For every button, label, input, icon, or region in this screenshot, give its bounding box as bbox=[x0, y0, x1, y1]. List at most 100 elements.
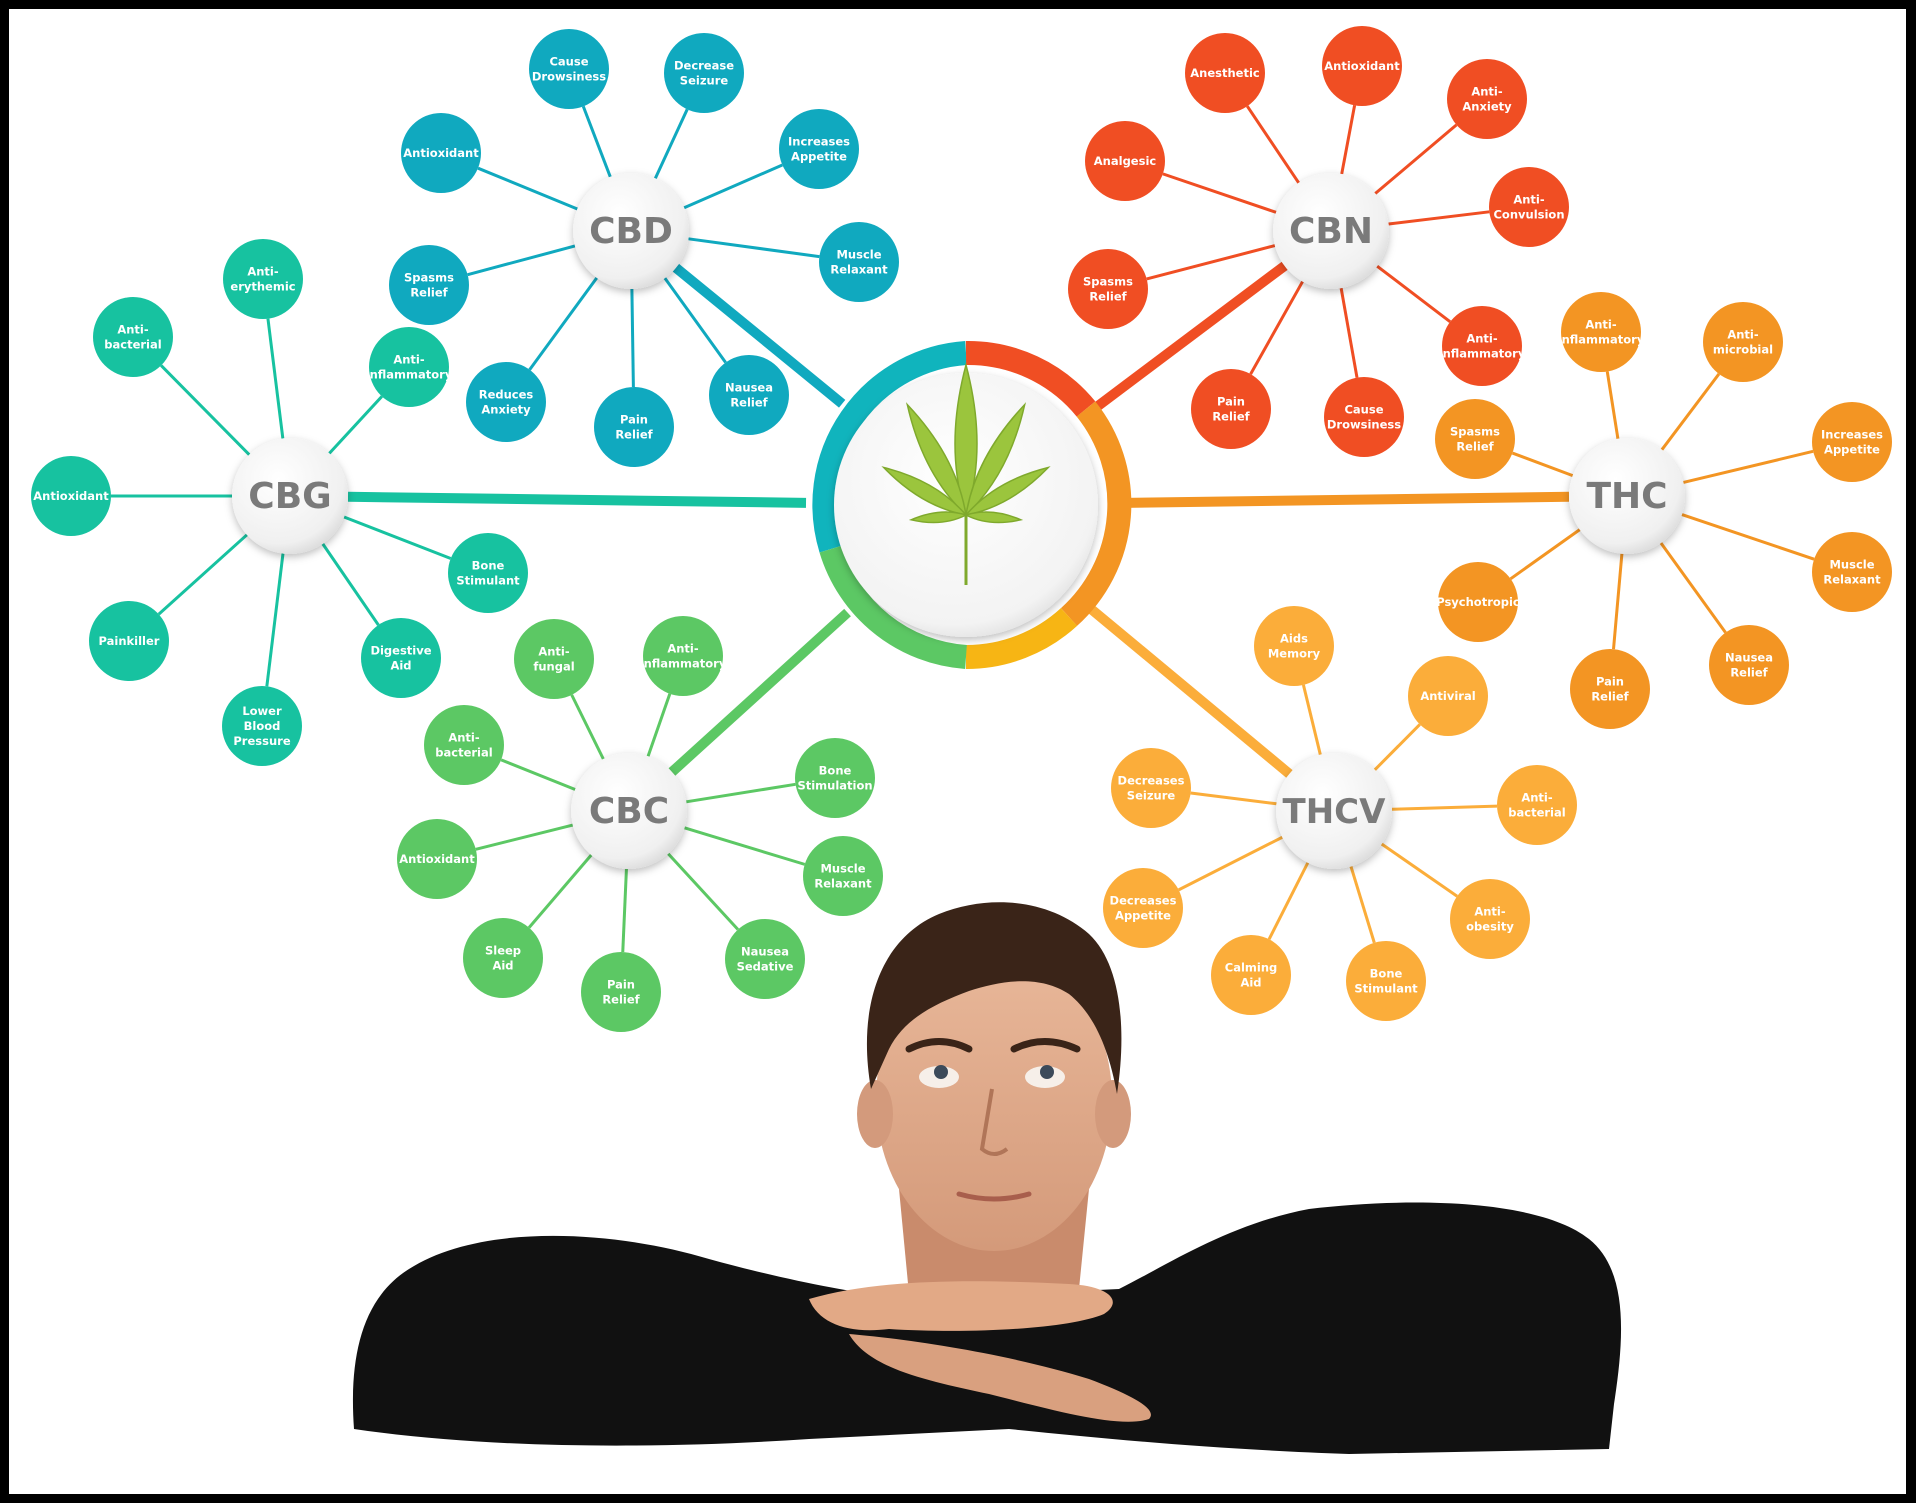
center-ring-red bbox=[965, 340, 1096, 417]
leaf-circle bbox=[89, 601, 169, 681]
leaf-node-cbn: Anti-Convulsion bbox=[1489, 167, 1569, 247]
leaf-label: Psychotropic bbox=[1436, 595, 1520, 609]
leaf-circle bbox=[819, 222, 899, 302]
center-ring-orange bbox=[1060, 401, 1132, 626]
spoke-thcv bbox=[1190, 791, 1277, 806]
leaf-circle bbox=[514, 619, 594, 699]
leaf-label: Anesthetic bbox=[1190, 66, 1260, 80]
hub-disc bbox=[1276, 753, 1392, 869]
hub-label: THC bbox=[1586, 476, 1667, 517]
spoke-thcv bbox=[1373, 723, 1421, 771]
leaf-node-cbn: Anesthetic bbox=[1185, 33, 1265, 113]
leaf-label: Anti-Convulsion bbox=[1493, 193, 1564, 222]
spoke-cbg bbox=[160, 364, 251, 456]
leaf-circle bbox=[1709, 625, 1789, 705]
leaf-blade bbox=[908, 511, 968, 524]
trunk-cbc bbox=[668, 608, 851, 776]
spoke-cbd bbox=[653, 108, 689, 179]
spoke-cbc bbox=[686, 782, 796, 804]
leaf-circle bbox=[803, 836, 883, 916]
hub-cbd: CBD bbox=[573, 173, 689, 289]
spoke-cbg bbox=[265, 553, 285, 687]
spoke-cbc bbox=[570, 694, 605, 760]
cannabis-leaf-icon bbox=[881, 362, 1051, 585]
eyebrow-right bbox=[1010, 1038, 1081, 1053]
leaf-circle bbox=[1111, 748, 1191, 828]
leaf-node-cbg: Painkiller bbox=[89, 601, 169, 681]
spoke-thc bbox=[1612, 553, 1624, 650]
leaf-circle bbox=[1489, 167, 1569, 247]
leaf-circle bbox=[1497, 765, 1577, 845]
leaf-circle bbox=[709, 355, 789, 435]
leaf-label: Anti-inflammatory bbox=[640, 642, 727, 671]
spoke-thcv bbox=[1391, 804, 1498, 811]
leaf-node-cbn: Anti-inflammatory bbox=[1439, 306, 1526, 386]
leaf-circle bbox=[581, 952, 661, 1032]
hub-cbn: CBN bbox=[1273, 173, 1389, 289]
spoke-cbc bbox=[621, 868, 628, 953]
leaf-circle bbox=[795, 738, 875, 818]
spoke-cbd bbox=[663, 277, 727, 364]
hub-label: CBG bbox=[248, 476, 331, 517]
spoke-cbd bbox=[477, 166, 578, 211]
leaf-circle bbox=[779, 109, 859, 189]
leaf-node-thc: Anti-microbial bbox=[1703, 302, 1783, 382]
leaf-blade bbox=[954, 362, 978, 518]
leaf-circle bbox=[725, 919, 805, 999]
leaf-label: Anti-obesity bbox=[1466, 905, 1514, 934]
leaf-circle bbox=[1438, 562, 1518, 642]
leaf-circle bbox=[1447, 59, 1527, 139]
leaf-circle bbox=[448, 533, 528, 613]
spoke-cbd bbox=[683, 163, 783, 210]
leaf-label: Anti-Anxiety bbox=[1462, 85, 1512, 114]
hub-disc bbox=[571, 753, 687, 869]
leaf-node-cbg: Anti-inflammatory bbox=[366, 327, 453, 407]
right-ear bbox=[1095, 1080, 1131, 1148]
face bbox=[876, 947, 1112, 1251]
leaf-circle bbox=[31, 456, 111, 536]
leaf-label: Anti-fungal bbox=[533, 645, 574, 674]
leaf-label: Antiviral bbox=[1420, 689, 1475, 703]
spoke-thc bbox=[1660, 373, 1721, 451]
leaf-circle bbox=[1185, 33, 1265, 113]
leaf-label: Anti-bacterial bbox=[435, 731, 492, 760]
leaf-circle bbox=[1103, 868, 1183, 948]
leaf-circle bbox=[643, 616, 723, 696]
center-ring-teal bbox=[812, 341, 967, 553]
spoke-cbc bbox=[684, 826, 806, 866]
leaf-circle bbox=[1085, 121, 1165, 201]
spoke-cbn bbox=[1388, 210, 1490, 226]
leaf-label: Painkiller bbox=[99, 634, 160, 648]
leaf-node-cbn: Anti-Anxiety bbox=[1447, 59, 1527, 139]
hub-label: CBD bbox=[589, 211, 673, 252]
leaf-circle bbox=[1068, 249, 1148, 329]
spoke-cbc bbox=[527, 854, 593, 929]
spoke-thcv bbox=[1177, 835, 1283, 892]
hub-disc bbox=[232, 438, 348, 554]
leaf-circle bbox=[93, 297, 173, 377]
leaf-circle bbox=[1324, 377, 1404, 457]
leaf-label: Antioxidant bbox=[1324, 59, 1400, 73]
spoke-cbg bbox=[266, 318, 285, 439]
leaf-circle bbox=[397, 819, 477, 899]
leaf-circle bbox=[1322, 26, 1402, 106]
